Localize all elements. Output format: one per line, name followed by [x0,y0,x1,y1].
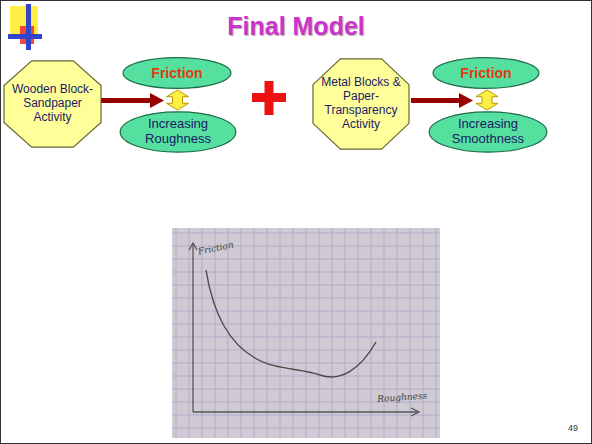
activity-octagon: Wooden Block-Sandpaper Activity [3,60,102,148]
concept-ellipse: Friction [122,57,232,89]
double-arrow [167,90,189,110]
node-text: Wooden Block-Sandpaper Activity [8,83,97,124]
node-text: Increasing Roughness [131,117,225,147]
node-text: Increasing Smoothness [440,117,536,147]
plus-sign [252,81,286,115]
page-number: 49 [568,423,578,433]
deco-bar [8,34,42,39]
pointer-arrow [411,93,473,108]
double-arrow [476,90,498,110]
concept-ellipse: Increasing Roughness [119,111,237,153]
node-text: Metal Blocks & Paper-Transparency Activi… [317,76,405,131]
concept-ellipse: Friction [432,57,540,89]
concept-ellipse: Increasing Smoothness [428,111,548,153]
node-text: Friction [151,65,202,81]
graph-photo [172,228,440,438]
pointer-arrow [100,93,164,108]
activity-octagon: Metal Blocks & Paper-Transparency Activi… [312,58,410,150]
node-text: Friction [460,65,511,81]
deco-bar [26,4,31,50]
slide-title: Final Model [0,12,592,41]
